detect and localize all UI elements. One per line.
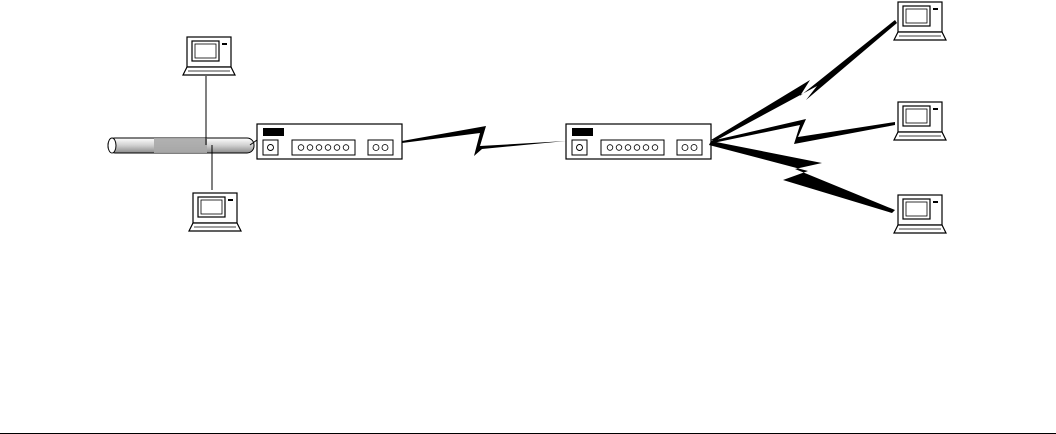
lan-cable [108, 138, 254, 153]
router-icon [566, 124, 711, 159]
laptop-icon [183, 37, 235, 75]
lightning-icon [711, 119, 895, 144]
router-icon [257, 124, 402, 159]
lightning-icon [402, 126, 566, 156]
laptop-icon [894, 195, 946, 233]
laptop-icon [894, 102, 946, 140]
lightning-icon [709, 141, 895, 213]
laptop-icon [894, 2, 946, 40]
laptop-icon [189, 193, 241, 231]
